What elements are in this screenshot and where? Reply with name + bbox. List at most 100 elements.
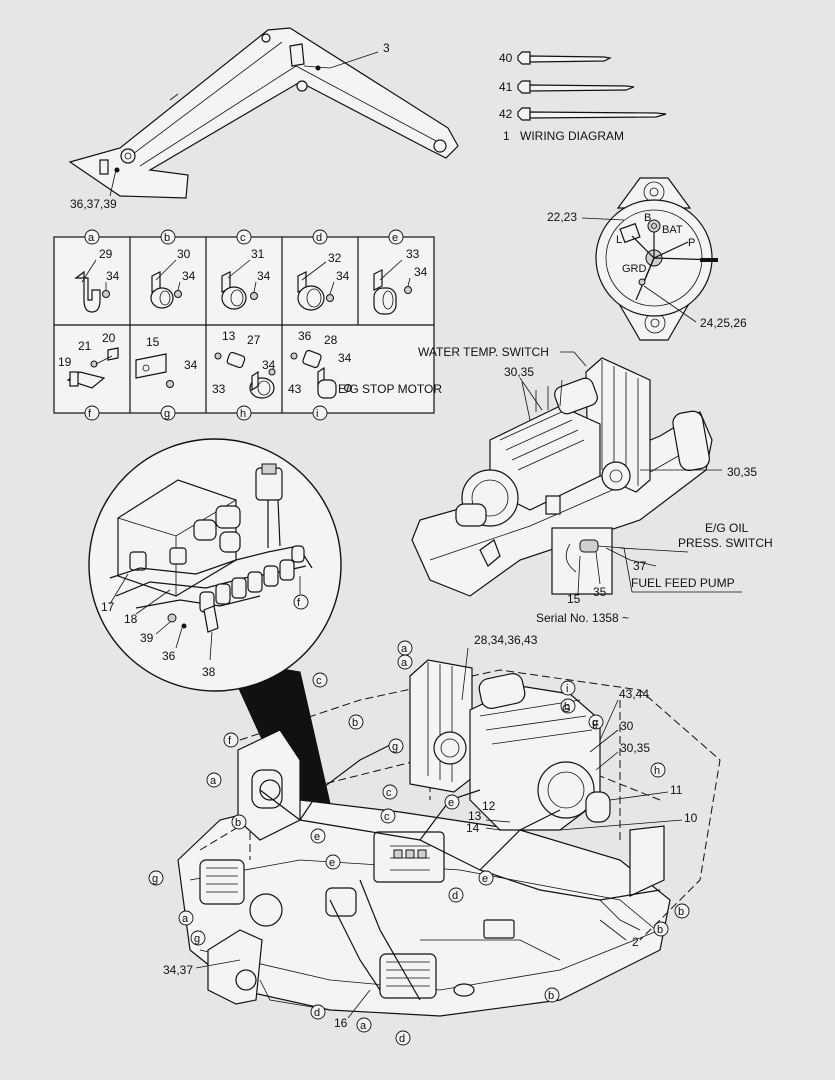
detail-letter-f: f	[297, 597, 301, 609]
callout-17: 17	[101, 600, 115, 614]
callout-30-35-right: 30,35	[727, 465, 757, 479]
main-letter-a4: a	[182, 913, 189, 925]
part-20: 20	[102, 331, 116, 345]
terminal-bat: BAT	[662, 224, 683, 236]
callout-35-inset: 35	[593, 585, 607, 599]
main-letter-b5: b	[548, 990, 554, 1002]
machine-frame	[177, 659, 721, 1017]
callout-15-inset: 15	[567, 592, 581, 606]
main-letter-g4: g	[592, 717, 598, 729]
main-letter-c3: c	[384, 811, 390, 823]
row-letter-d: d	[316, 232, 322, 244]
callout-38: 38	[202, 665, 216, 679]
main-letter-a5: a	[360, 1020, 367, 1032]
row-letter-h: h	[240, 408, 246, 420]
main-letter-labels: a a c b i g c f a b e e c e h e d b g a …	[152, 643, 684, 1045]
terminal-grd: GRD	[622, 263, 647, 275]
main-letter-G: G	[562, 703, 571, 715]
main-letter-e4: e	[482, 873, 488, 885]
boom-illustration	[68, 27, 459, 199]
part-21: 21	[78, 339, 92, 353]
main-letter-f: f	[228, 735, 232, 747]
main-letter-d3: d	[399, 1033, 405, 1045]
main-letter-c2: c	[386, 787, 392, 799]
row-letter-a: a	[88, 232, 95, 244]
fuel-feed-pump-label: FUEL FEED PUMP	[631, 576, 735, 590]
callout-12: 12	[482, 799, 496, 813]
main-letter-circles	[148, 640, 690, 1046]
main-letter-a2: a	[401, 657, 408, 669]
bolt-34-d: 34	[336, 269, 350, 283]
part-34-i: 34	[338, 351, 352, 365]
wiring-diagram-ref: 1	[503, 129, 510, 143]
main-letter-g3: g	[194, 933, 200, 945]
stop-motor-label: E/G STOP MOTOR	[338, 382, 442, 396]
main-letter-a1: a	[401, 643, 408, 655]
bolt-34-b: 34	[182, 269, 196, 283]
main-letter-d2: d	[314, 1007, 320, 1019]
tie-40-ref: 40	[499, 51, 513, 65]
main-letter-b2: b	[235, 817, 241, 829]
main-letter-a3: a	[210, 775, 217, 787]
cable-ties-legend	[517, 51, 667, 121]
detail-magnifier	[88, 438, 343, 859]
callout-16: 16	[334, 1016, 348, 1030]
callout-30-35-main: 30,35	[620, 741, 650, 755]
main-letter-e2: e	[329, 857, 335, 869]
bolt-34-c: 34	[257, 269, 271, 283]
main-letter-h: h	[654, 765, 660, 777]
main-letter-i: i	[566, 683, 568, 695]
row-letter-i: i	[316, 408, 318, 420]
main-letter-b4: b	[657, 924, 663, 936]
callout-36-37-39: 36,37,39	[70, 197, 117, 211]
callout-28-34-36-43: 28,34,36,43	[474, 633, 538, 647]
part-19: 19	[58, 355, 72, 369]
oil-press-label-line1: E/G OIL	[705, 521, 749, 535]
bolt-34-a: 34	[106, 269, 120, 283]
main-letter-c1: c	[316, 675, 322, 687]
callout-10: 10	[684, 811, 698, 825]
bolt-34-e: 34	[414, 265, 428, 279]
callout-30: 30	[620, 719, 634, 733]
part-29: 29	[99, 247, 113, 261]
row-letter-c: c	[240, 232, 246, 244]
callout-36: 36	[162, 649, 176, 663]
part-15: 15	[146, 335, 160, 349]
clamp-table	[53, 229, 435, 421]
part-34-h: 34	[262, 358, 276, 372]
main-letter-b6: b	[564, 701, 570, 713]
part-33-h: 33	[212, 382, 226, 396]
callout-11: 11	[670, 783, 683, 797]
callout-14: 14	[466, 821, 480, 835]
row-letter-b: b	[164, 232, 170, 244]
engine-illustration	[411, 351, 742, 597]
part-32: 32	[328, 251, 342, 265]
callout-34-37: 34,37	[163, 963, 193, 977]
main-letter-d1: d	[452, 890, 458, 902]
callout-22-23: 22,23	[547, 210, 577, 224]
callout-3: 3	[383, 41, 390, 55]
callout-30-35-top: 30,35	[504, 365, 534, 379]
callout-43-44: 43,44	[619, 687, 649, 701]
callout-24-25-26: 24,25,26	[700, 316, 747, 330]
main-letter-b1: b	[352, 717, 358, 729]
main-letter-F: F	[592, 719, 599, 731]
oil-press-label-line2: PRESS. SWITCH	[678, 536, 773, 550]
row-letter-f: f	[88, 408, 92, 420]
callout-18: 18	[124, 612, 138, 626]
part-43: 43	[288, 382, 302, 396]
water-temp-switch-label: WATER TEMP. SWITCH	[418, 345, 549, 359]
part-31: 31	[251, 247, 265, 261]
part-27: 27	[247, 333, 261, 347]
callout-37: 37	[633, 559, 647, 573]
part-36: 36	[298, 329, 312, 343]
terminal-l: L	[616, 234, 622, 246]
part-28: 28	[324, 333, 338, 347]
callout-13: 13	[468, 809, 482, 823]
clamp-table-labels: a b c d e 29 34 30 34 31 34 32 34 33 34 …	[58, 232, 428, 420]
wiring-diagram-label: WIRING DIAGRAM	[520, 129, 624, 143]
main-letter-e1: e	[314, 831, 320, 843]
row-letter-e: e	[392, 232, 398, 244]
